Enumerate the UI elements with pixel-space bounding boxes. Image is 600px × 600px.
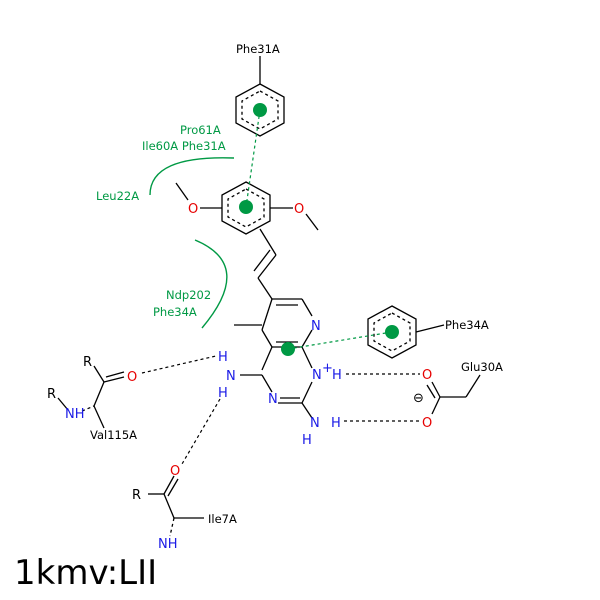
atom-nitrogen-amino-4: N xyxy=(226,369,236,384)
atom-r-val115-nh: R xyxy=(47,387,56,402)
atom-hydrogen-n1: H xyxy=(332,368,342,383)
residue-label-val115: Val115A xyxy=(90,428,137,442)
atom-hydrogen-amino-2a: H xyxy=(331,416,341,431)
atom-nitrogen-pyridine: N xyxy=(311,319,321,334)
hydrophobic-label-ile60-phe31: Ile60A Phe31A xyxy=(142,139,226,153)
atom-r-val115: R xyxy=(83,355,92,370)
pi-stack-phe31 xyxy=(245,109,261,208)
charge-plus: + xyxy=(322,361,333,376)
atom-r-ile7: R xyxy=(132,488,141,503)
phe34-ring-centroid xyxy=(385,325,399,339)
atom-hydrogen-amino-lower: H xyxy=(218,386,228,401)
pyridopyrimidine-core xyxy=(234,298,313,419)
hydrophobic-arc-upper xyxy=(149,157,235,196)
hydrophobic-arc-lower xyxy=(194,239,228,329)
atom-nh-ile7: NH xyxy=(158,537,178,552)
residue-label-phe31: Phe31A xyxy=(236,42,280,56)
charge-minus: ⊖ xyxy=(413,391,424,406)
hbond-ile7 xyxy=(181,398,221,465)
pi-stack-phe34 xyxy=(287,331,393,350)
hydrophobic-label-phe34: Phe34A xyxy=(153,305,197,319)
hydrophobic-label-ndp202: Ndp202 xyxy=(166,288,211,302)
atom-nitrogen-n1: N xyxy=(312,368,322,383)
dimethoxyphenyl-ring xyxy=(175,181,319,300)
atom-oxygen-val115: O xyxy=(127,370,137,385)
hbond-val115 xyxy=(141,355,217,374)
ile7-backbone xyxy=(148,475,204,537)
atom-oxygen-methoxy-left: O xyxy=(188,202,198,217)
residue-label-ile7: Ile7A xyxy=(208,512,237,526)
ligand-title: 1kmv:LII xyxy=(14,553,157,593)
atom-nh-val115: NH xyxy=(65,407,85,422)
residue-label-phe34: Phe34A xyxy=(445,318,489,332)
atom-oxygen-glu30-upper: O xyxy=(422,368,432,383)
atom-oxygen-methoxy-right: O xyxy=(294,202,304,217)
atom-hydrogen-amino-upper: H xyxy=(218,350,228,365)
glu30-carboxylate xyxy=(426,374,481,415)
atom-oxygen-glu30-lower: O xyxy=(422,416,432,431)
atom-oxygen-ile7: O xyxy=(170,464,180,479)
atom-nitrogen-n3: N xyxy=(268,392,278,407)
val115-backbone xyxy=(57,365,125,429)
hydrophobic-label-pro61: Pro61A xyxy=(180,123,221,137)
phe34-right-ring xyxy=(367,305,445,359)
hydrophobic-label-leu22: Leu22A xyxy=(96,189,139,203)
residue-label-glu30: Glu30A xyxy=(461,360,503,374)
phe31-top-ring xyxy=(235,56,285,137)
atom-nitrogen-amino-2: N xyxy=(310,416,320,431)
atom-hydrogen-amino-2b: H xyxy=(302,433,312,448)
